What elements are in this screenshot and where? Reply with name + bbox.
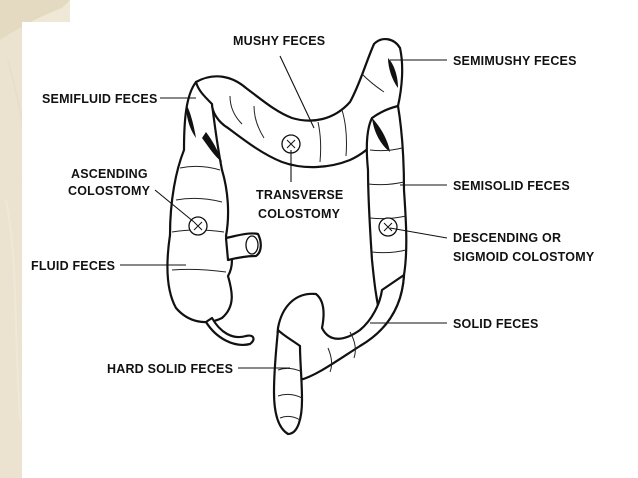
label-transverse-colostomy-line1: TRANSVERSE xyxy=(256,188,343,202)
shading-transverse-top xyxy=(388,58,398,88)
label-semifluid-feces: SEMIFLUID FECES xyxy=(42,92,158,106)
label-transverse-colostomy-line2: COLOSTOMY xyxy=(258,207,341,221)
shading-splenic-flexure xyxy=(372,118,390,152)
ileum-opening xyxy=(245,235,259,255)
label-descending-colostomy-line1: DESCENDING OR xyxy=(453,231,561,245)
descending-colon xyxy=(365,104,408,326)
label-mushy-feces: MUSHY FECES xyxy=(233,34,325,48)
appendix xyxy=(204,316,255,346)
sigmoid-colon xyxy=(276,273,406,382)
label-ascending-colostomy-line2: COLOSTOMY xyxy=(68,184,151,198)
label-descending-colostomy-line2: SIGMOID COLOSTOMY xyxy=(453,250,595,264)
leader-mushy xyxy=(279,55,315,129)
label-semimushy-feces: SEMIMUSHY FECES xyxy=(453,54,577,68)
label-semisolid-feces: SEMISOLID FECES xyxy=(453,179,570,193)
descending-colostomy-site xyxy=(378,217,398,237)
label-fluid-feces: FLUID FECES xyxy=(31,259,115,273)
slide-content-area xyxy=(22,22,638,478)
labels: MUSHY FECES SEMIMUSHY FECES SEMIFLUID FE… xyxy=(31,34,595,376)
leader-descending-colostomy xyxy=(389,227,448,239)
large-intestine xyxy=(166,38,408,436)
label-ascending-colostomy-line1: ASCENDING xyxy=(71,167,148,181)
leader-ascending-colostomy xyxy=(154,189,195,223)
corner-swirl xyxy=(0,0,70,40)
label-hard-solid-feces: HARD SOLID FECES xyxy=(107,362,233,376)
ascending-colon xyxy=(166,80,234,324)
rectum xyxy=(272,328,304,436)
shading-hepatic-flexure xyxy=(202,132,222,162)
transverse-colon xyxy=(194,38,404,169)
label-solid-feces: SOLID FECES xyxy=(453,317,539,331)
swirl-line-2 xyxy=(5,199,21,421)
shading-ascending xyxy=(186,104,196,138)
leader-lines xyxy=(120,55,448,369)
